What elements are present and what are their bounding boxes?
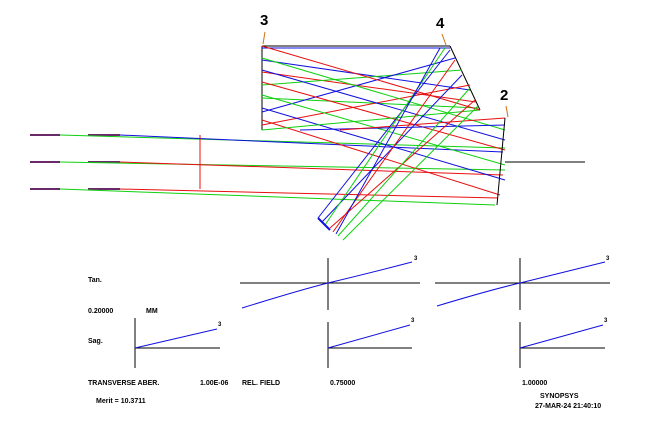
tan-curve-field-2 bbox=[436, 261, 606, 307]
input-rays bbox=[59, 134, 506, 206]
rel-field-label: REL. FIELD bbox=[242, 380, 281, 387]
curve-label-sag-1: 3 bbox=[411, 318, 415, 324]
surface-label-3: 3 bbox=[260, 12, 269, 29]
curve-label-sag-2: 3 bbox=[604, 318, 608, 324]
scale-unit: MM bbox=[146, 308, 158, 315]
output-rays bbox=[317, 47, 479, 241]
sag-curve-field-0 bbox=[134, 328, 218, 349]
sag-label: Sag. bbox=[88, 338, 103, 345]
wavelength: 1.00E-06 bbox=[200, 380, 229, 387]
input-beam-stubs bbox=[30, 134, 120, 190]
tan-label: Tan. bbox=[88, 277, 102, 284]
curve-label-tan-1: 3 bbox=[414, 256, 418, 262]
sag-curve-field-2 bbox=[519, 324, 604, 349]
field-value-2: 1.00000 bbox=[522, 380, 548, 387]
surface-label-4: 4 bbox=[436, 15, 445, 32]
program-name: SYNOPSYS bbox=[540, 393, 579, 400]
surface-ticks bbox=[262, 31, 509, 118]
scale-value: 0.20000 bbox=[88, 308, 114, 315]
surface-label-2: 2 bbox=[500, 87, 509, 104]
prism-rays bbox=[261, 45, 506, 196]
timestamp: 27-MAR-24 21:40:10 bbox=[535, 403, 602, 410]
curve-label-tan-2: 3 bbox=[606, 256, 610, 262]
aberration-plots bbox=[134, 258, 610, 368]
exit-face bbox=[496, 117, 506, 206]
aberration-type: TRANSVERSE ABER. bbox=[88, 380, 160, 387]
tan-curve-field-1 bbox=[241, 261, 413, 309]
sag-curve-field-1 bbox=[327, 324, 411, 349]
field-value-1: 0.75000 bbox=[330, 380, 356, 387]
curve-label-sag-0: 3 bbox=[218, 322, 222, 328]
merit-value: Merit = 10.3711 bbox=[96, 398, 146, 405]
